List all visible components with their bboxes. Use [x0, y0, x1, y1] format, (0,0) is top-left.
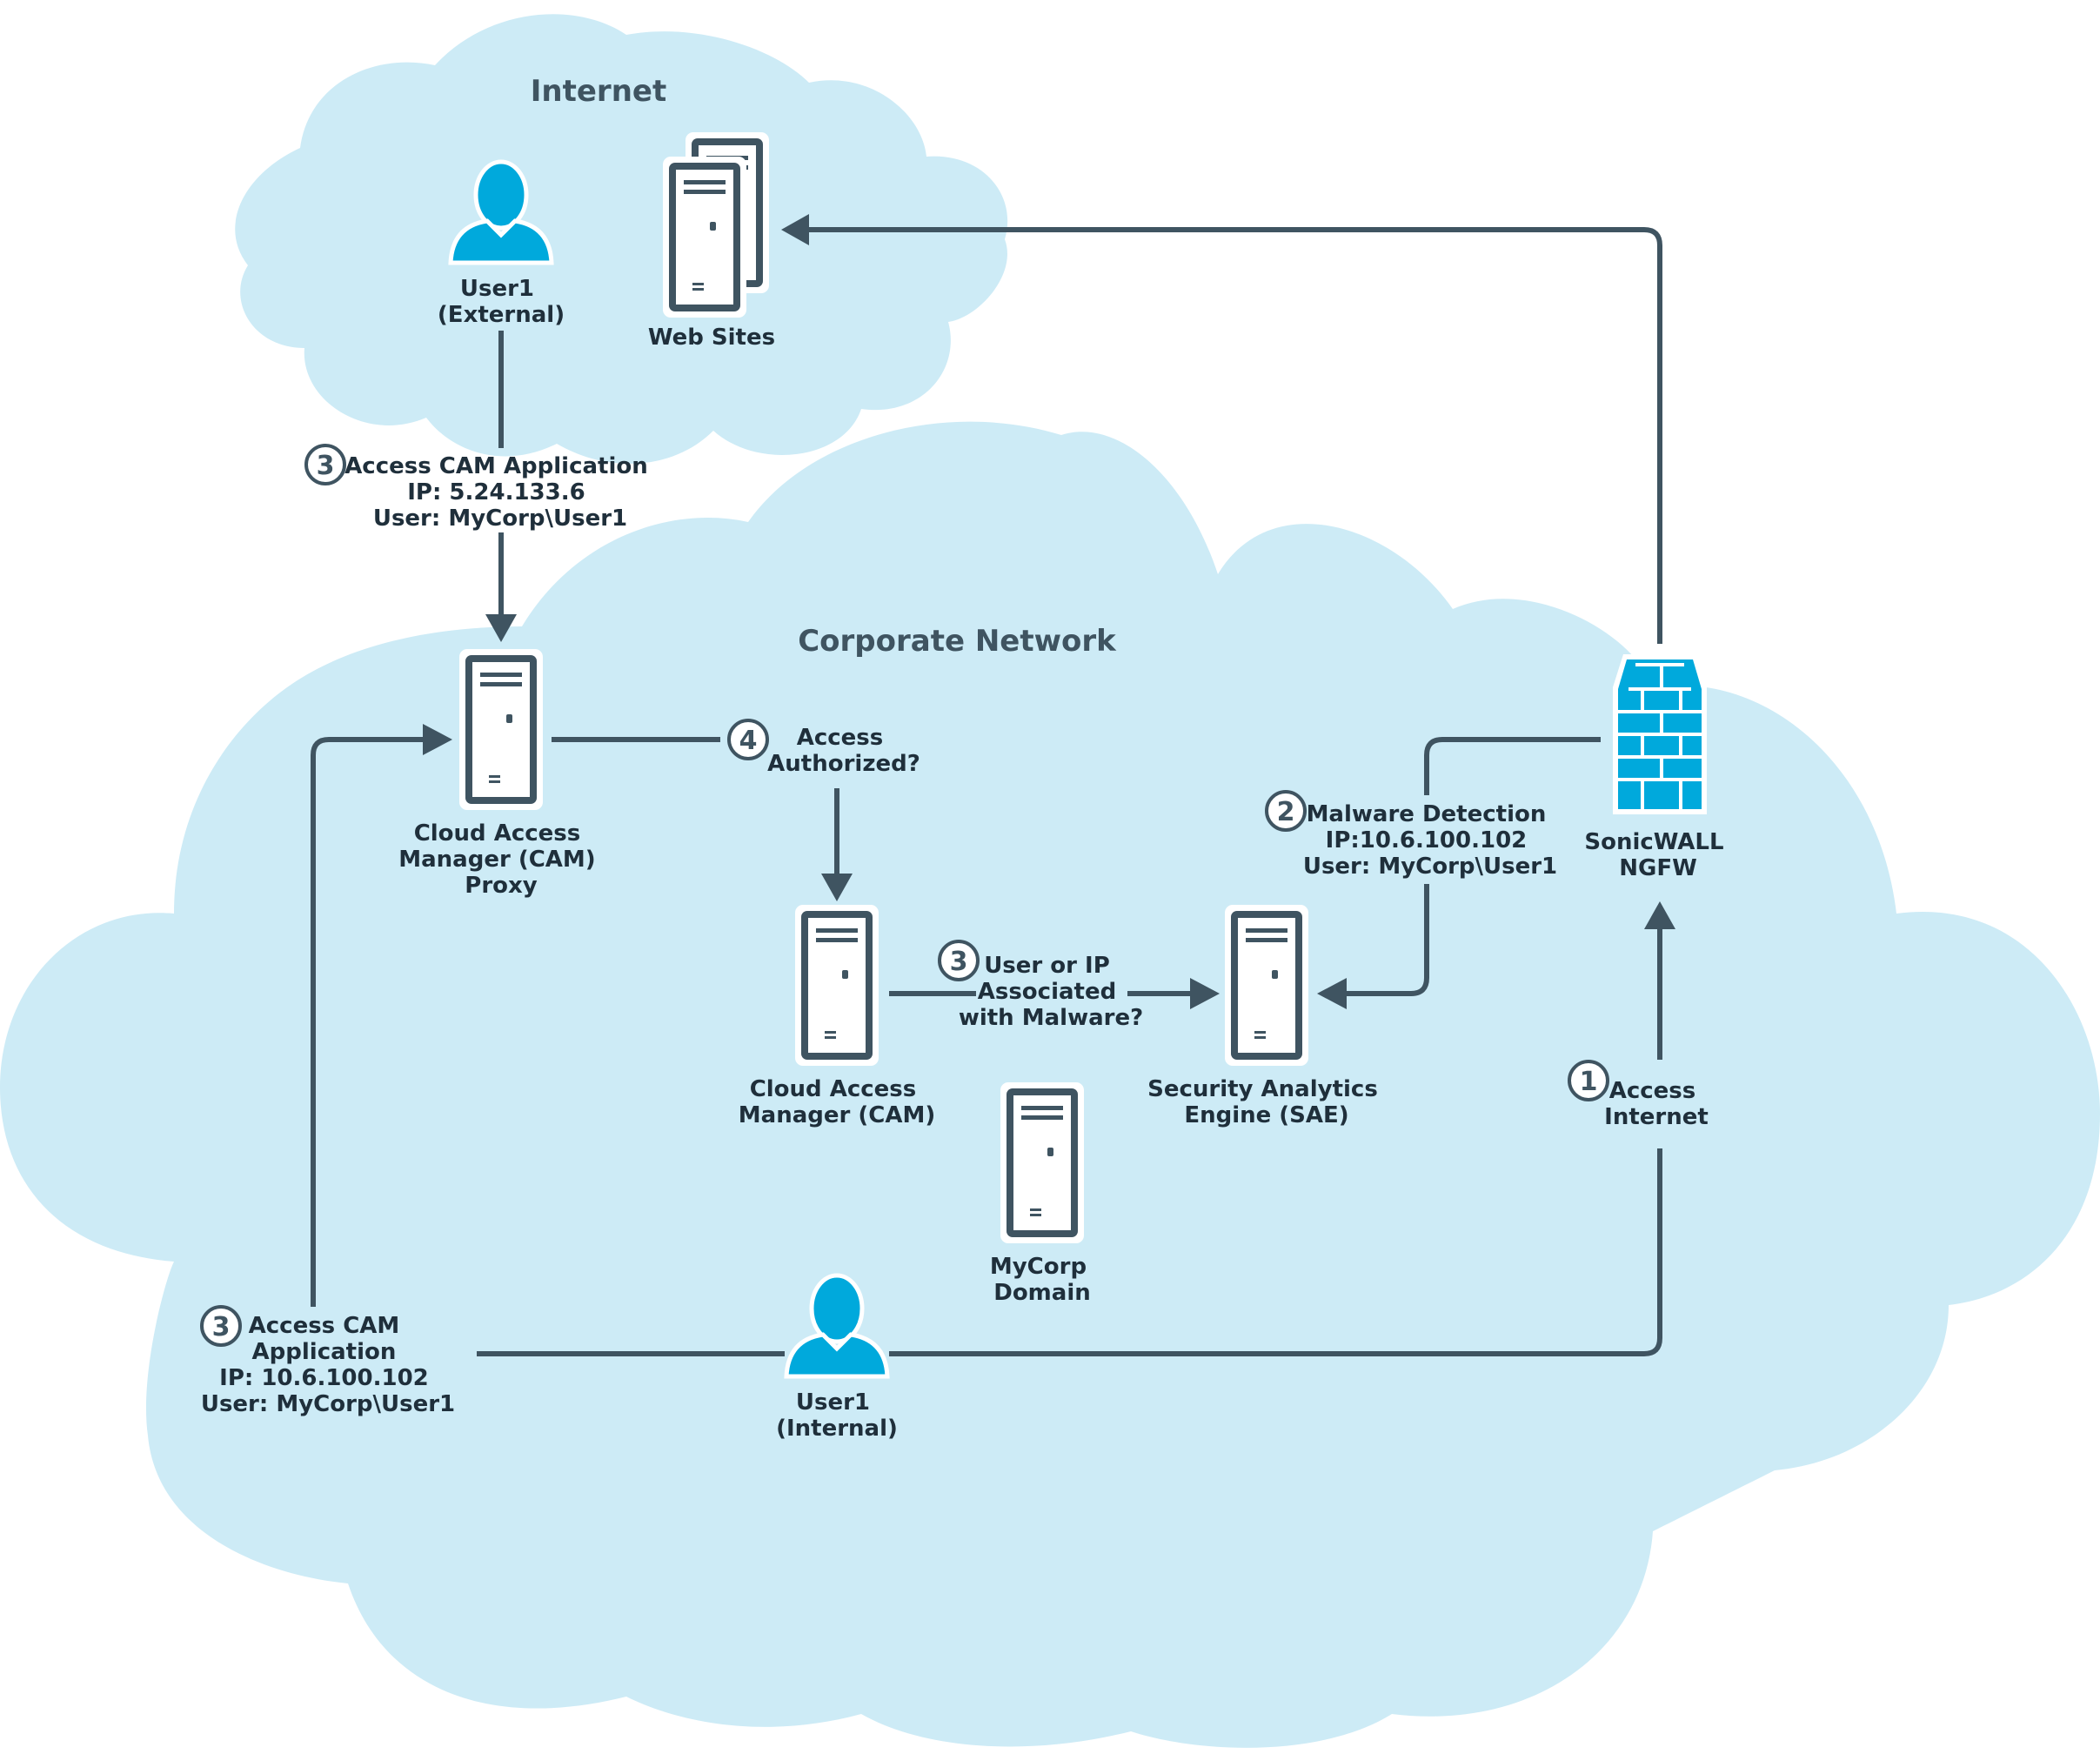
step-user-ip-malware: 3 User or IP Associated with Malware?: [938, 940, 1143, 1031]
user-external-label: User1 (External): [438, 276, 565, 328]
user-internal-node[interactable]: User1 (Internal): [776, 1275, 898, 1442]
server-icon: [459, 649, 543, 810]
step-malware-detection-text: Malware Detection IP:10.6.100.102 User: …: [1303, 801, 1557, 880]
internet-cloud: [235, 14, 1008, 464]
sae-node[interactable]: Security Analytics Engine (SAE): [1147, 905, 1386, 1128]
step-int-access: 3 Access CAM Application IP: 10.6.100.10…: [200, 1305, 455, 1417]
firewall-icon: [1613, 654, 1707, 814]
arrow-to-cam: [821, 874, 853, 901]
internet-title: Internet: [531, 74, 666, 109]
sonicwall-label: SonicWALL NGFW: [1584, 829, 1731, 881]
step-number: 2: [1277, 797, 1295, 827]
arrow-to-cam-proxy: [485, 614, 517, 642]
step-ext-access: 3 Access CAM Application IP: 5.24.133.6 …: [304, 444, 656, 532]
step-number: 3: [212, 1312, 231, 1342]
corporate-network-title: Corporate Network: [798, 624, 1117, 659]
mycorp-domain-node[interactable]: MyCorp Domain: [990, 1082, 1094, 1306]
arrow-to-cam-proxy-from-internal: [423, 724, 452, 755]
arrow-to-sonicwall: [1644, 901, 1675, 929]
web-sites-node[interactable]: Web Sites: [648, 132, 775, 351]
cam-proxy-node[interactable]: Cloud Access Manager (CAM) Proxy: [398, 649, 604, 899]
step-authorized: 4 Access Authorized?: [727, 719, 920, 777]
server-icon: [663, 157, 746, 318]
cam-proxy-label: Cloud Access Manager (CAM) Proxy: [398, 820, 604, 899]
step-access-internet: 1 Access Internet: [1568, 1060, 1709, 1130]
step-number: 3: [317, 451, 335, 481]
step-ext-access-text: Access CAM Application IP: 5.24.133.6 Us…: [344, 453, 656, 532]
step-number: 1: [1580, 1067, 1598, 1097]
mycorp-domain-label: MyCorp Domain: [990, 1254, 1094, 1306]
step-malware-detection: 2 Malware Detection IP:10.6.100.102 User…: [1265, 790, 1557, 880]
step-number: 4: [739, 726, 758, 756]
arrow-to-web-sites: [781, 214, 809, 245]
step-user-ip-malware-text: User or IP Associated with Malware?: [959, 953, 1143, 1031]
user-external-node[interactable]: User1 (External): [438, 162, 565, 328]
user-internal-label: User1 (Internal): [776, 1389, 898, 1442]
cam-node[interactable]: Cloud Access Manager (CAM): [739, 905, 935, 1128]
web-sites-label: Web Sites: [648, 325, 775, 351]
server-icon: [795, 905, 879, 1066]
step-access-internet-text: Access Internet: [1604, 1078, 1709, 1130]
sonicwall-node[interactable]: SonicWALL NGFW: [1584, 654, 1731, 881]
cam-label: Cloud Access Manager (CAM): [739, 1076, 935, 1128]
server-icon: [1225, 905, 1308, 1066]
step-authorized-text: Access Authorized?: [767, 725, 920, 777]
arrow-to-sae: [1190, 978, 1220, 1009]
step-int-access-text: Access CAM Application IP: 10.6.100.102 …: [201, 1313, 455, 1417]
arrow-to-sae-from-firewall: [1317, 978, 1347, 1009]
step-number: 3: [950, 947, 968, 977]
sae-label: Security Analytics Engine (SAE): [1147, 1076, 1386, 1128]
connectors: [311, 214, 1675, 1356]
server-icon: [1000, 1082, 1084, 1243]
